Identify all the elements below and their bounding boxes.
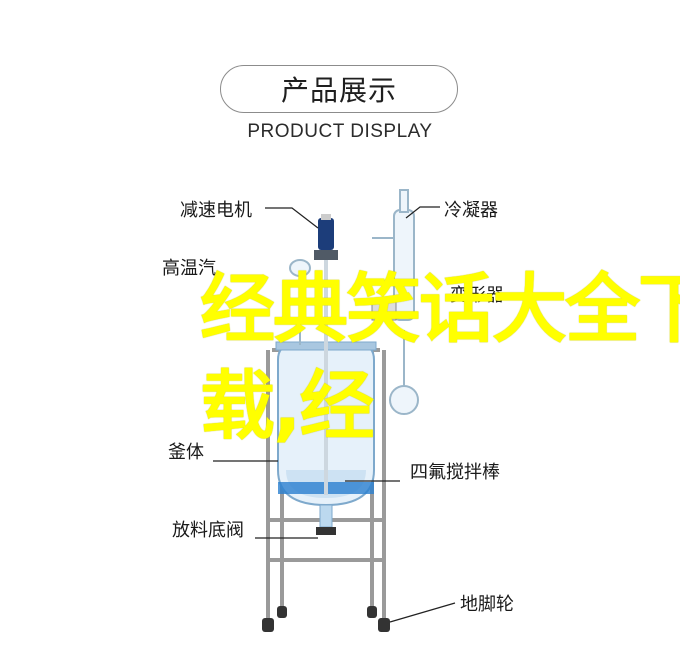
section-title-pill: 产品展示 [220, 65, 458, 113]
label-stirrer: 四氟搅拌棒 [410, 462, 500, 483]
condenser [372, 189, 415, 321]
label-condenser: 冷凝器 [444, 200, 498, 221]
label-temp-probe: 高温汽 [162, 258, 216, 279]
feed-funnel [289, 259, 311, 345]
overlay-text-line1: 经典笑话大全下 [200, 265, 680, 353]
label-motor: 减速电机 [180, 200, 252, 221]
leader-lines [213, 206, 456, 623]
label-right-partial: 变形器 [450, 285, 504, 306]
drain-valve [316, 504, 336, 535]
section-title: 产品展示 [280, 74, 397, 107]
receiver-flask [389, 385, 419, 415]
label-kettle: 釜体 [168, 442, 204, 463]
motor [314, 214, 338, 260]
casters [262, 606, 390, 632]
overlay-text-line2: 载,经 [200, 362, 374, 450]
label-drain-valve: 放料底阀 [172, 520, 244, 541]
control-box [371, 299, 397, 321]
label-caster: 地脚轮 [460, 594, 514, 615]
section-subtitle: PRODUCT DISPLAY [247, 121, 433, 142]
